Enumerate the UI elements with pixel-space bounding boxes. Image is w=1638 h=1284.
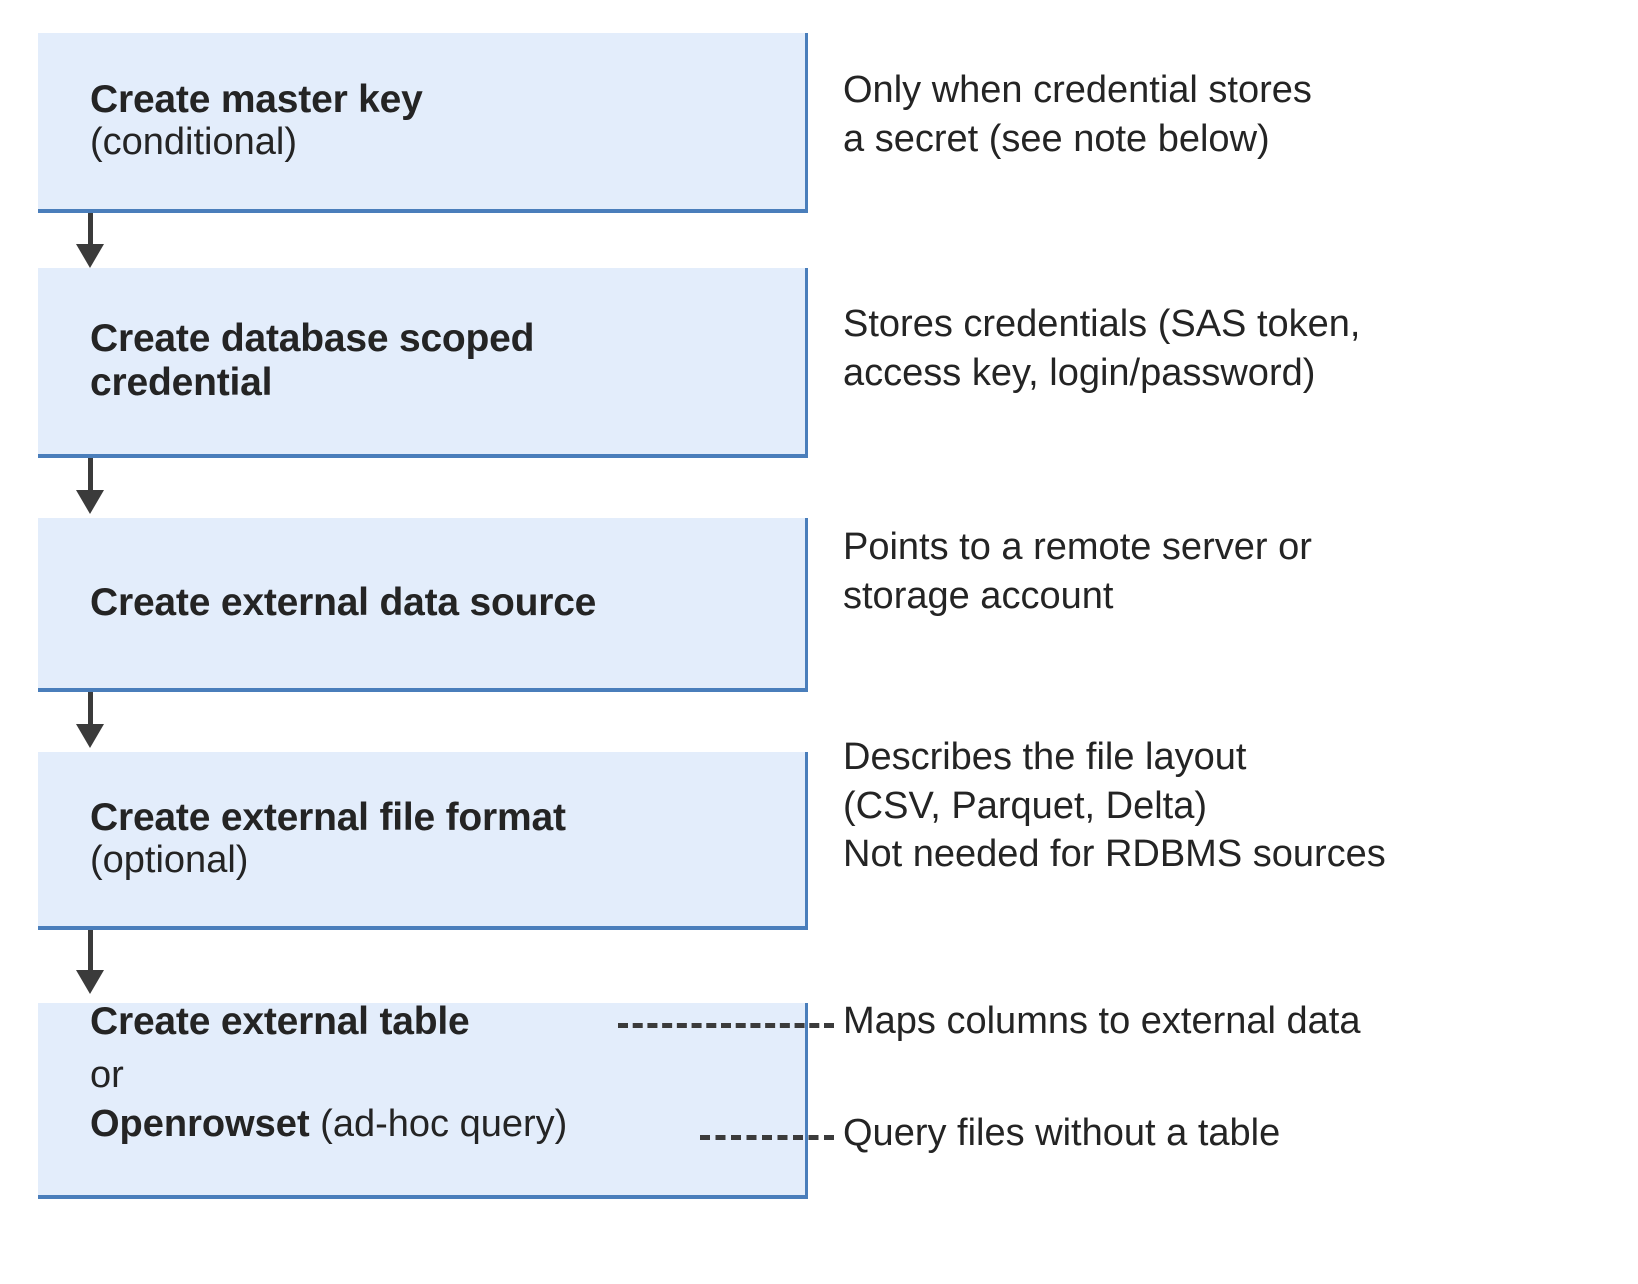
flow-node-title-openrowset: Openrowset (ad-hoc query): [90, 1103, 791, 1146]
flow-node-description-external-table: Maps columns to external data: [843, 1000, 1361, 1042]
flow-node-title: Create external file format: [90, 795, 566, 839]
flow-node-subtitle: (optional): [90, 839, 249, 882]
flow-node-title: Create master key: [90, 77, 423, 121]
flow-node-create-master-key[interactable]: Create master key (conditional): [38, 33, 808, 213]
openrowset-label: Openrowset: [90, 1102, 310, 1145]
dashed-leader-external-table: [618, 1023, 834, 1028]
connector-stem: [88, 458, 93, 494]
flow-node-description-create-external-file-format: Describes the file layout (CSV, Parquet,…: [843, 736, 1386, 876]
connector-stem: [88, 930, 93, 974]
flow-node-title-external-table: Create external table: [90, 1000, 470, 1043]
dashed-leader-openrowset: [700, 1135, 834, 1140]
flow-node-description-create-external-data-source: Points to a remote server or storage acc…: [843, 526, 1312, 617]
connector-arrowhead: [76, 244, 104, 268]
flow-node-description-create-database-scoped-credential: Stores credentials (SAS token, access ke…: [843, 303, 1361, 394]
flow-node-title: Create database scoped credential: [90, 317, 535, 404]
flow-node-create-external-table-or-openrowset[interactable]: Create external table or Openrowset (ad-…: [38, 1000, 808, 1199]
connector-stem: [88, 213, 93, 248]
connector-arrowhead: [76, 970, 104, 994]
flow-node-description-openrowset: Query files without a table: [843, 1112, 1281, 1154]
flow-node-create-external-data-source[interactable]: Create external data source: [38, 518, 808, 692]
connector-arrowhead: [76, 490, 104, 514]
flow-node-create-external-file-format[interactable]: Create external file format (optional): [38, 752, 808, 930]
flow-node-separator-or: or: [90, 1053, 124, 1096]
connector-stem: [88, 692, 93, 728]
flow-node-title: Create external data source: [90, 581, 597, 625]
flow-node-description-create-master-key: Only when credential stores a secret (se…: [843, 69, 1312, 160]
flow-node-subtitle: (conditional): [90, 121, 297, 164]
openrowset-suffix: (ad-hoc query): [309, 1102, 568, 1145]
flow-node-create-database-scoped-credential[interactable]: Create database scoped credential: [38, 268, 808, 458]
connector-arrowhead: [76, 724, 104, 748]
